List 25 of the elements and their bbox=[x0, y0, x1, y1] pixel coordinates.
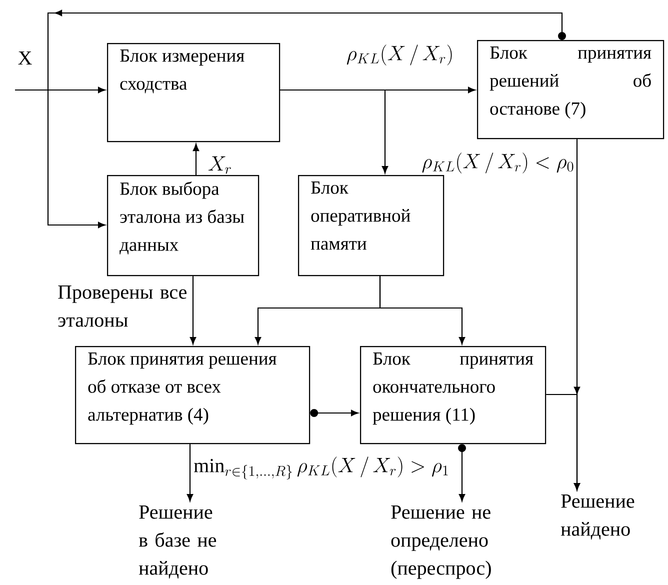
arrow bbox=[379, 276, 466, 344]
arrow bbox=[186, 444, 194, 502]
edge-label: $X_{r}$ bbox=[206, 155, 234, 175]
edge-label: Проверены все эталоны bbox=[56, 284, 191, 328]
edge-label: $\rho_{KL}(X\,/\,X_{r})$ bbox=[345, 44, 455, 66]
arrow bbox=[310, 409, 358, 417]
arrow bbox=[546, 386, 580, 490]
outcome-text: Решение найдено bbox=[560, 494, 634, 540]
outcome-text: Решение в базе не найдено bbox=[138, 506, 216, 578]
edge-label: $\min_{r\in\{1,\ldots,R\}}\rho_{KL}(X\,/\,X_{r})>\rho_{1}$ bbox=[192, 456, 450, 480]
block-box: Блок принятия решений об останове (7) bbox=[477, 40, 664, 140]
block-box: Блок принятия решения об отказе от всех альтернатив (4) bbox=[75, 346, 310, 444]
arrow bbox=[192, 144, 200, 175]
block-box: Блок измерения сходства bbox=[107, 43, 280, 142]
edge-label: X bbox=[16, 50, 34, 66]
arrow bbox=[190, 276, 196, 344]
block-box: Блок выбора эталона из базы данных bbox=[107, 175, 260, 276]
arrow bbox=[15, 86, 106, 94]
block-box: Блок принятия окончательного решения (11) bbox=[360, 346, 546, 444]
block-box: Блок оперативной памяти bbox=[298, 175, 444, 276]
arrow bbox=[47, 10, 566, 228]
edge-label: $\rho_{KL}(X\,/\,X_{r})<\rho_{0}$ bbox=[420, 152, 576, 174]
arrow bbox=[458, 444, 466, 502]
outcome-text: Решение не определено (переспрос) bbox=[391, 506, 491, 579]
arrow bbox=[280, 89, 388, 174]
